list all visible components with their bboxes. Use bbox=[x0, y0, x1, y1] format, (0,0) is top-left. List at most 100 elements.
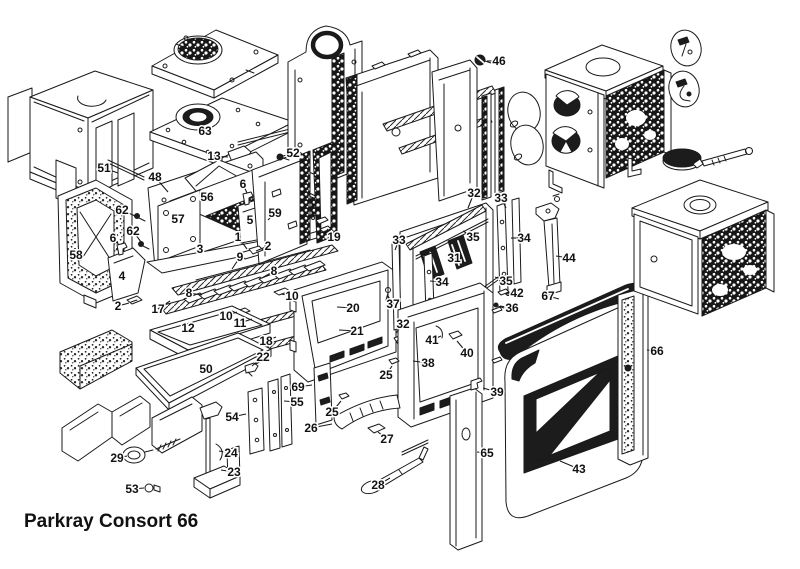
leader-line bbox=[231, 413, 247, 418]
part-number-63: 63 bbox=[198, 124, 212, 138]
leader-line bbox=[499, 305, 513, 309]
leader-line bbox=[157, 300, 171, 310]
part-number-24: 24 bbox=[224, 446, 238, 460]
leader-line bbox=[395, 323, 404, 334]
part-glass-frame-assembly bbox=[391, 197, 522, 349]
part-number-22: 22 bbox=[256, 350, 270, 364]
part-straps bbox=[247, 362, 333, 455]
part-number-46: 46 bbox=[492, 54, 506, 68]
leader-line bbox=[377, 431, 388, 440]
part-assembled-stove bbox=[544, 44, 672, 194]
part-number-40: 40 bbox=[460, 346, 474, 360]
leader-line bbox=[132, 230, 142, 243]
leader-line bbox=[385, 365, 393, 376]
part-plain-discs bbox=[507, 91, 544, 166]
leader-line bbox=[255, 245, 269, 252]
part-number-10: 10 bbox=[219, 309, 233, 323]
leader-line bbox=[239, 318, 253, 324]
part-number-41: 41 bbox=[425, 333, 439, 347]
leader-line bbox=[338, 329, 358, 332]
part-fret-26 bbox=[333, 394, 401, 434]
part-number-26: 26 bbox=[304, 421, 318, 435]
part-side-door-58 bbox=[57, 179, 133, 309]
part-number-62: 62 bbox=[126, 224, 140, 238]
part-knob-29 bbox=[122, 446, 154, 464]
part-number-43: 43 bbox=[572, 462, 586, 476]
part-number-23: 23 bbox=[227, 465, 241, 479]
leader-line bbox=[377, 477, 391, 486]
leader-line bbox=[213, 155, 229, 158]
leader-line bbox=[494, 276, 507, 282]
part-number-67: 67 bbox=[541, 289, 555, 303]
part-number-37: 37 bbox=[386, 297, 400, 311]
part-number-32: 32 bbox=[396, 317, 410, 331]
part-pillar-65 bbox=[449, 387, 483, 551]
leader-line bbox=[103, 167, 119, 174]
part-plinth-channel bbox=[61, 395, 203, 462]
leader-line bbox=[242, 183, 248, 194]
part-number-42: 42 bbox=[510, 286, 524, 300]
leader-line bbox=[646, 349, 658, 352]
part-number-18: 18 bbox=[259, 334, 273, 348]
part-number-9: 9 bbox=[237, 250, 244, 264]
leader-line bbox=[504, 292, 518, 295]
part-number-2: 2 bbox=[115, 299, 122, 313]
leader-line bbox=[336, 306, 354, 309]
leader-line bbox=[121, 209, 136, 217]
leader-line bbox=[476, 451, 488, 454]
part-top-plate-upper bbox=[151, 29, 279, 99]
part-number-5: 5 bbox=[247, 213, 254, 227]
part-number-56: 56 bbox=[200, 190, 214, 204]
part-number-35: 35 bbox=[499, 274, 513, 288]
part-number-33: 33 bbox=[392, 233, 406, 247]
diagram-caption: Parkray Consort 66 bbox=[24, 511, 198, 532]
part-number-36: 36 bbox=[505, 301, 519, 315]
part-number-27: 27 bbox=[380, 432, 394, 446]
leader-line bbox=[500, 197, 507, 209]
part-number-44: 44 bbox=[562, 251, 576, 265]
part-number-10: 10 bbox=[285, 289, 299, 303]
part-number-8: 8 bbox=[186, 286, 193, 300]
part-number-54: 54 bbox=[225, 410, 239, 424]
part-number-8: 8 bbox=[271, 264, 278, 278]
part-number-20: 20 bbox=[346, 301, 360, 315]
part-number-12: 12 bbox=[181, 321, 195, 335]
part-number-35: 35 bbox=[466, 230, 480, 244]
part-rod-assembly bbox=[155, 401, 241, 499]
part-number-48: 48 bbox=[148, 170, 162, 184]
leader-line bbox=[282, 152, 294, 157]
part-side-rails bbox=[481, 86, 505, 201]
part-number-31: 31 bbox=[447, 251, 461, 265]
part-number-17: 17 bbox=[151, 302, 165, 316]
leader-line bbox=[456, 340, 468, 354]
part-lid-and-tool bbox=[662, 147, 753, 171]
part-number-11: 11 bbox=[234, 316, 247, 330]
leader-line bbox=[116, 455, 128, 459]
part-number-53: 53 bbox=[125, 482, 139, 496]
part-number-4: 4 bbox=[119, 269, 126, 283]
part-small-fasteners bbox=[116, 54, 510, 400]
leader-line bbox=[112, 237, 120, 246]
part-bracket-44 bbox=[535, 193, 562, 296]
part-inner-door-panel bbox=[289, 261, 397, 383]
part-rear-casing bbox=[7, 70, 154, 207]
leader-line bbox=[431, 335, 442, 341]
part-ashpan-12 bbox=[149, 305, 271, 360]
part-number-6: 6 bbox=[110, 231, 117, 245]
part-ash-tool-28 bbox=[360, 439, 429, 495]
leader-line bbox=[225, 311, 238, 317]
part-right-assembly bbox=[631, 179, 775, 317]
leader-line bbox=[547, 295, 560, 300]
part-back-panels bbox=[345, 49, 497, 206]
part-number-65: 65 bbox=[480, 446, 494, 460]
leader-line bbox=[310, 423, 333, 429]
part-number-69: 69 bbox=[291, 380, 305, 394]
leader-line bbox=[261, 270, 275, 279]
part-number-25: 25 bbox=[325, 405, 339, 419]
part-number-59: 59 bbox=[268, 206, 282, 220]
leader-line bbox=[237, 236, 248, 250]
part-number-33: 33 bbox=[494, 191, 508, 205]
leader-line bbox=[429, 280, 443, 283]
